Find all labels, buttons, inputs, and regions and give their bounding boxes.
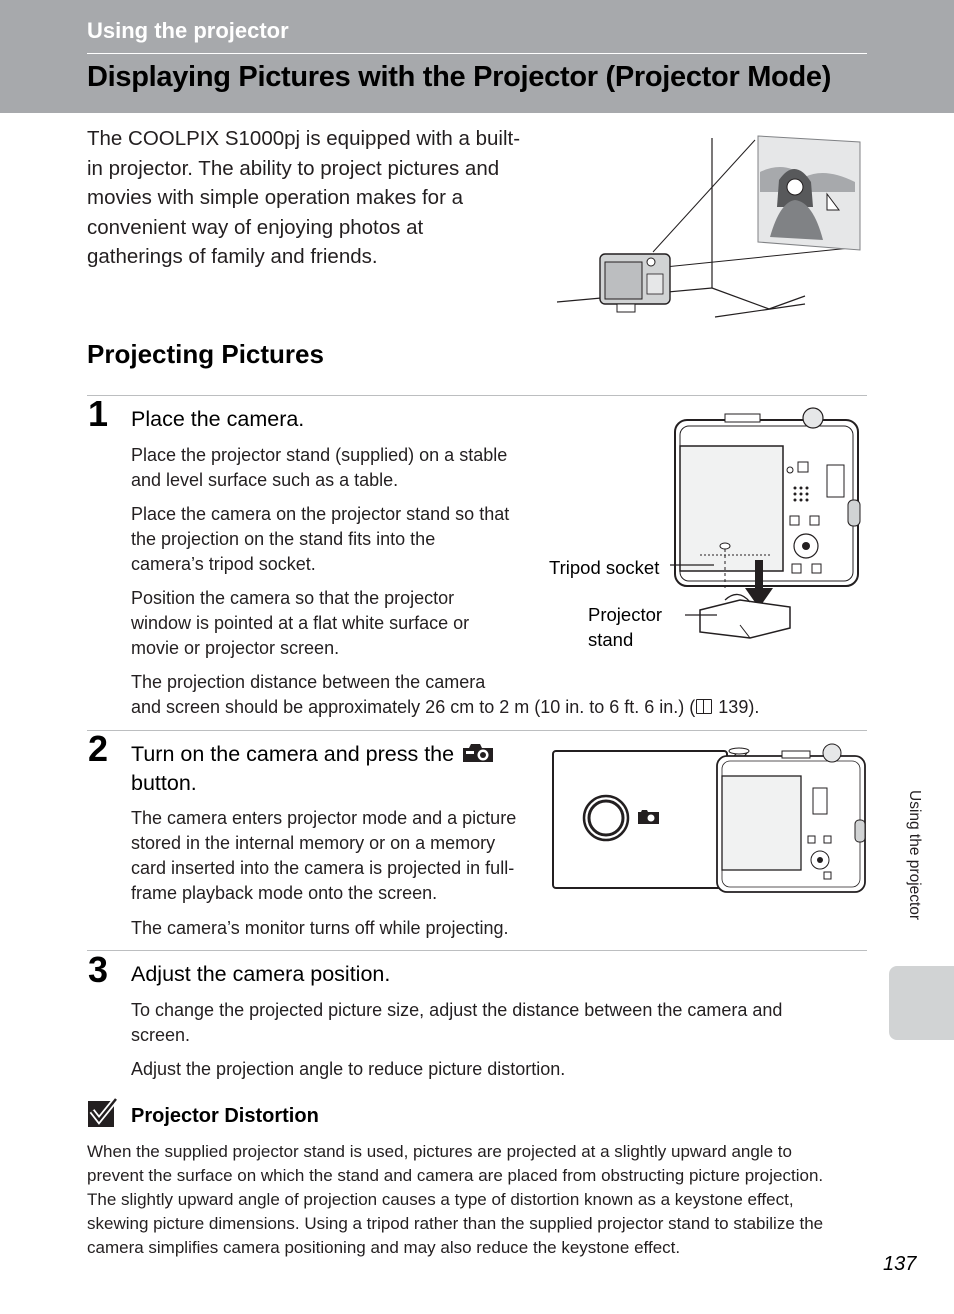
step-3-paragraph: Adjust the projection angle to reduce pi… (131, 1057, 565, 1082)
intro-line: gatherings of family and friends. (87, 245, 378, 269)
note-title: Projector Distortion (131, 1105, 319, 1127)
text-line: movie or projector screen. (131, 638, 340, 658)
text-line: The projection distance between the came… (131, 672, 486, 692)
text-line: The camera enters projector mode and a p… (131, 808, 517, 828)
step-2-number: 2 (88, 728, 109, 769)
step-2-title: Turn on the camera and press the button. (131, 740, 496, 798)
text-line: To change the projected picture size, ad… (131, 1000, 783, 1020)
projection-illustration (556, 135, 861, 318)
text-line: button. (131, 771, 197, 795)
step-3-title: Adjust the camera position. (131, 962, 391, 986)
text-line: card inserted into the camera is project… (131, 858, 515, 878)
divider (87, 730, 867, 731)
text-line: and level surface such as a table. (131, 470, 399, 490)
text-span: Turn on the camera and press the (131, 742, 461, 766)
text-line: stored in the internal memory or on a me… (131, 833, 496, 853)
intro-line: in projector. The ability to project pic… (87, 156, 500, 180)
camera-on-stand-illustration (670, 407, 861, 639)
intro-line: convenient way of enjoying photos at (87, 215, 424, 239)
step-3-number: 3 (88, 949, 109, 990)
intro-paragraph: The COOLPIX S1000pj is equipped with a b… (87, 124, 542, 272)
page-title: Displaying Pictures with the Projector (… (87, 61, 832, 93)
step-3-paragraph: To change the projected picture size, ad… (131, 998, 782, 1048)
divider (87, 395, 867, 396)
callout-line: Projector (588, 604, 663, 625)
step-2-paragraph: The camera enters projector mode and a p… (131, 806, 516, 906)
divider (87, 950, 867, 951)
text-line: camera’s tripod socket. (131, 554, 316, 574)
projector-button-illustration (552, 743, 866, 893)
intro-line: movies with simple operation makes for a (87, 186, 463, 210)
step-1-title: Place the camera. (131, 407, 305, 431)
text-line: When the supplied projector stand is use… (87, 1142, 792, 1161)
text-line: screen. (131, 1025, 191, 1045)
tripod-socket-callout: Tripod socket (549, 557, 660, 578)
text-line: The camera’s monitor turns off while pro… (131, 918, 509, 938)
text-line: and screen should be approximately 26 cm… (131, 695, 759, 720)
text-span: and screen should be approximately 26 cm… (131, 697, 696, 717)
text-line: Place the camera on the projector stand … (131, 504, 510, 524)
text-line: Position the camera so that the projecto… (131, 588, 455, 608)
side-tab (889, 966, 954, 1040)
text-line: prevent the surface on which the stand a… (87, 1166, 824, 1185)
text-line: Place the projector stand (supplied) on … (131, 445, 508, 465)
text-line: frame playback mode onto the screen. (131, 883, 438, 903)
text-line: the projection on the stand fits into th… (131, 529, 436, 549)
side-tab-label: Using the projector (906, 790, 923, 921)
step-1-paragraph: Position the camera so that the projecto… (131, 586, 469, 661)
text-span: 139). (713, 697, 760, 717)
text-line: Turn on the camera and press the (131, 740, 496, 769)
text-line: camera simplifies camera positioning and… (87, 1238, 681, 1257)
header-divider (87, 53, 867, 54)
text-line: Adjust the projection angle to reduce pi… (131, 1059, 566, 1079)
step-1-number: 1 (88, 393, 109, 434)
intro-line: The COOLPIX S1000pj is equipped with a b… (87, 127, 521, 150)
book-reference-icon (696, 699, 713, 714)
projector-stand-callout: Projector stand (588, 602, 662, 652)
step-1-paragraph: Place the projector stand (supplied) on … (131, 443, 507, 493)
projector-button-icon (463, 744, 494, 762)
text-line: window is pointed at a flat white surfac… (131, 613, 470, 633)
text-line: skewing picture dimensions. Using a trip… (87, 1214, 824, 1233)
step-1-paragraph: Place the camera on the projector stand … (131, 502, 509, 577)
step-2-paragraph: The camera’s monitor turns off while pro… (131, 916, 509, 941)
header-band: Using the projector Displaying Pictures … (0, 0, 954, 113)
note-body: When the supplied projector stand is use… (87, 1140, 872, 1260)
section-label: Using the projector (87, 18, 289, 43)
callout-line: stand (588, 629, 634, 650)
step-1-paragraph: The projection distance between the came… (131, 670, 759, 720)
text-line: The slightly upward angle of projection … (87, 1190, 794, 1209)
page-number: 137 (883, 1253, 917, 1275)
caution-check-icon (88, 1097, 119, 1127)
section-heading: Projecting Pictures (87, 339, 324, 369)
